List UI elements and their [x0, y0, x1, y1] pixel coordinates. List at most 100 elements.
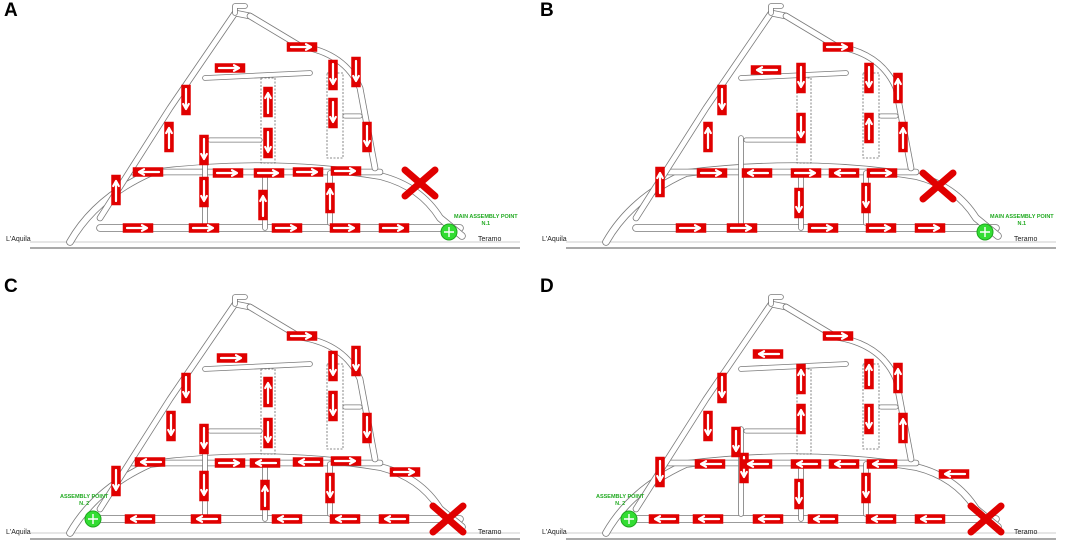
arrow-glyph	[200, 179, 208, 203]
evacuation-arrow-icon	[726, 223, 758, 233]
arrow-glyph	[810, 224, 834, 232]
road-surface	[233, 295, 247, 306]
arrow-glyph	[139, 458, 163, 466]
evacuation-arrow-icon	[864, 112, 874, 144]
evacuation-arrow-icon	[655, 166, 665, 198]
assembly-point-icon	[620, 510, 638, 528]
arrow-glyph	[200, 473, 208, 497]
site-map-a	[30, 3, 520, 249]
evacuation-arrow-icon	[216, 353, 248, 363]
evacuation-arrow-icon	[389, 467, 421, 477]
assembly-point-cross	[88, 514, 98, 524]
road-surface	[233, 4, 247, 15]
evacuation-arrow-icon	[351, 56, 361, 88]
arrow-glyph	[653, 515, 677, 523]
evacuation-arrow-icon	[188, 223, 220, 233]
assembly-point-label: ASSEMBLY POINT N. 2	[596, 494, 644, 508]
evacuation-arrow-icon	[696, 168, 728, 178]
evacuation-arrow-icon	[828, 168, 860, 178]
arrow-glyph	[825, 43, 849, 51]
evacuation-arrow-icon	[132, 167, 164, 177]
evacuation-arrow-icon	[807, 514, 839, 524]
road-surface	[603, 454, 1001, 536]
evacuation-arrow-icon	[865, 223, 897, 233]
evacuation-arrow-icon	[328, 59, 338, 91]
road-surface	[633, 301, 789, 512]
arrow-glyph	[865, 65, 873, 89]
city-label-left: L'Aquila	[542, 529, 567, 536]
arrow-glyph	[200, 426, 208, 450]
evacuation-arrow-icon	[822, 42, 854, 52]
arrow-glyph	[718, 87, 726, 111]
building-outline	[260, 368, 276, 455]
site-base	[30, 3, 520, 249]
evacuation-arrow-icon	[249, 458, 281, 468]
arrow-glyph	[899, 126, 907, 150]
road-surface	[739, 71, 848, 80]
evacuation-arrow-icon	[938, 469, 970, 479]
evacuation-arrow-icon	[794, 478, 804, 510]
blocked-x-icon	[967, 502, 1005, 536]
evacuation-arrow-icon	[893, 72, 903, 104]
arrow-glyph	[200, 137, 208, 161]
panel-label: C	[4, 276, 18, 297]
panel-c: C L'Aquila Teramo ASSEMBLY POINT N. 2	[0, 276, 536, 551]
arrow-glyph	[297, 458, 321, 466]
blocked-x-icon	[429, 502, 467, 536]
arrow-glyph	[865, 406, 873, 430]
evacuation-arrow-icon	[914, 223, 946, 233]
arrow-glyph	[276, 515, 300, 523]
arrow-glyph	[274, 224, 298, 232]
evacuation-arrow-icon	[325, 182, 335, 214]
evacuation-arrow-icon	[866, 459, 898, 469]
evacuation-arrow-icon	[794, 187, 804, 219]
arrow-glyph	[264, 91, 272, 115]
evacuation-arrow-icon	[199, 423, 209, 455]
assembly-point-line1: MAIN ASSEMBLY POINT	[454, 214, 518, 220]
evacuation-arrow-icon	[866, 168, 898, 178]
panel-b: B L'Aquila Teramo MAIN ASSEMBLY POINT N.…	[536, 0, 1072, 275]
evacuation-arrow-icon	[741, 168, 773, 178]
arrow-glyph	[718, 375, 726, 399]
arrow-glyph	[943, 470, 967, 478]
arrow-glyph	[868, 224, 892, 232]
city-label-right: Teramo	[1014, 529, 1038, 536]
city-label-left: L'Aquila	[6, 529, 31, 536]
evacuation-arrow-icon	[325, 472, 335, 504]
arrow-glyph	[833, 460, 857, 468]
arrow-glyph	[862, 185, 870, 209]
panel-label: A	[4, 0, 18, 21]
blocked-x-icon	[401, 166, 439, 200]
arrow-glyph	[217, 64, 241, 72]
city-label-left: L'Aquila	[6, 236, 31, 243]
arrow-glyph	[917, 224, 941, 232]
arrow-glyph	[919, 515, 943, 523]
city-label-right: Teramo	[1014, 236, 1038, 243]
assembly-point-line1: ASSEMBLY POINT	[596, 494, 645, 500]
evacuation-arrow-icon	[292, 167, 324, 177]
evacuation-arrow-icon	[731, 426, 741, 458]
evacuation-arrow-icon	[263, 417, 273, 449]
road-surface	[603, 163, 1001, 245]
panel-label: D	[540, 276, 554, 297]
assembly-point-cross	[980, 227, 990, 237]
road-surface	[203, 362, 312, 371]
arrow-glyph	[363, 415, 371, 439]
road-surface	[739, 362, 848, 371]
arrow-glyph	[329, 393, 337, 417]
evacuation-arrow-icon	[329, 223, 361, 233]
arrow-glyph	[326, 475, 334, 499]
evacuation-arrow-icon	[134, 457, 166, 467]
evacuation-arrow-icon	[271, 514, 303, 524]
assembly-point-label: MAIN ASSEMBLY POINT N.1	[990, 214, 1054, 228]
evacuation-arrow-icon	[166, 410, 176, 442]
assembly-point-line1: ASSEMBLY POINT	[60, 494, 109, 500]
arrow-glyph	[656, 459, 664, 483]
arrow-glyph	[729, 224, 753, 232]
evacuation-arrow-icon	[655, 456, 665, 488]
arrow-glyph	[899, 417, 907, 441]
arrow-glyph	[704, 413, 712, 437]
evacuation-arrow-icon	[864, 358, 874, 390]
evacuation-arrow-icon	[330, 166, 362, 176]
evacuation-arrow-icon	[752, 514, 784, 524]
